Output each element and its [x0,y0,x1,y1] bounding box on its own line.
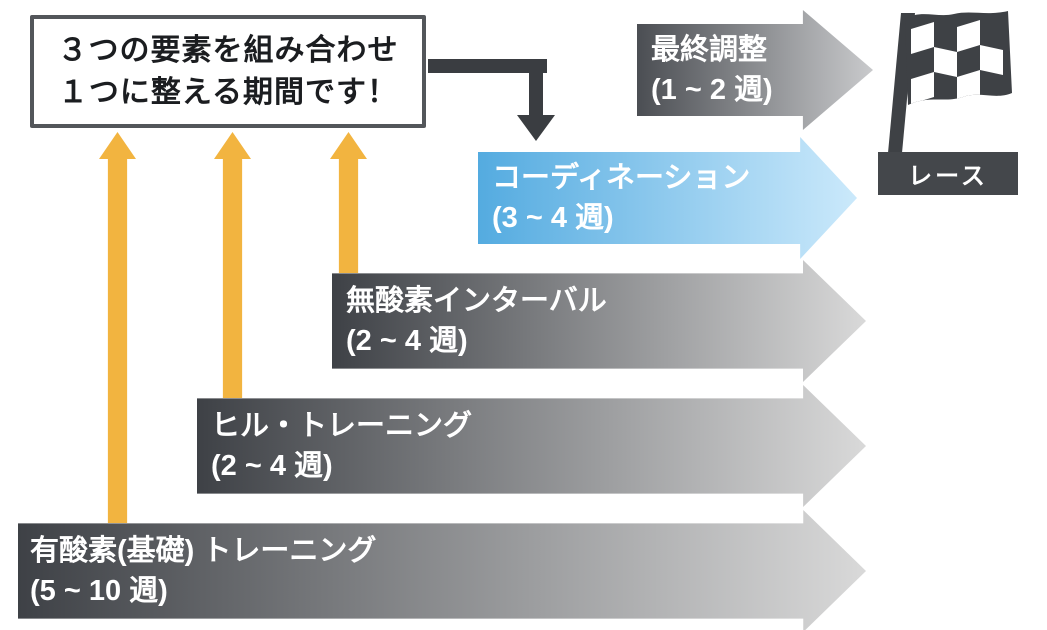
highlight-up-arrow-hill [214,132,251,398]
phase-duration: (1 ~ 2 週) [651,74,773,106]
phase-title: ヒル・トレーニング [211,410,473,442]
phase-arrow-coordination: コーディネーション (3 ~ 4 週) [478,137,857,259]
phase-duration: (3 ~ 4 週) [492,202,614,234]
phase-arrow-hill-training: ヒル・トレーニング (2 ~ 4 週) [197,385,866,507]
phase-title: 有酸素(基礎) トレーニング [30,535,377,567]
highlight-up-arrow-anaerobic [330,132,367,273]
race-label-text: レース [908,163,988,190]
phase-title: コーディネーション [492,162,751,194]
phase-title: 無酸素インターバル [346,285,607,317]
bent-connector-arrow-icon [428,59,555,141]
checkered-flag-icon [888,11,1012,153]
note-text-line2: １つに整える期間です！ [57,75,399,109]
note-text-line1: ３つの要素を組み合わせ [57,33,399,67]
phase-duration: (5 ~ 10 週) [30,575,168,607]
race-label: レース [878,152,1018,195]
phase-duration: (2 ~ 4 週) [346,325,468,357]
phase-arrow-aerobic-base-training: 有酸素(基礎) トレーニング (5 ~ 10 週) [18,510,866,630]
phase-arrow-final-adjustment: 最終調整 (1 ~ 2 週) [637,10,873,130]
note-box: ３つの要素を組み合わせ １つに整える期間です！ [30,15,426,128]
phase-title: 最終調整 [651,34,768,66]
phase-duration: (2 ~ 4 週) [211,450,333,482]
phase-arrow-anaerobic-interval: 無酸素インターバル (2 ~ 4 週) [332,260,866,382]
highlight-up-arrow-aerobic [99,132,136,523]
